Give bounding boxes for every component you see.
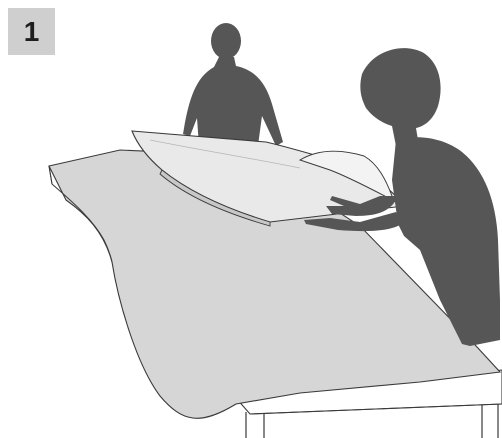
head (211, 23, 241, 59)
head (360, 48, 440, 146)
